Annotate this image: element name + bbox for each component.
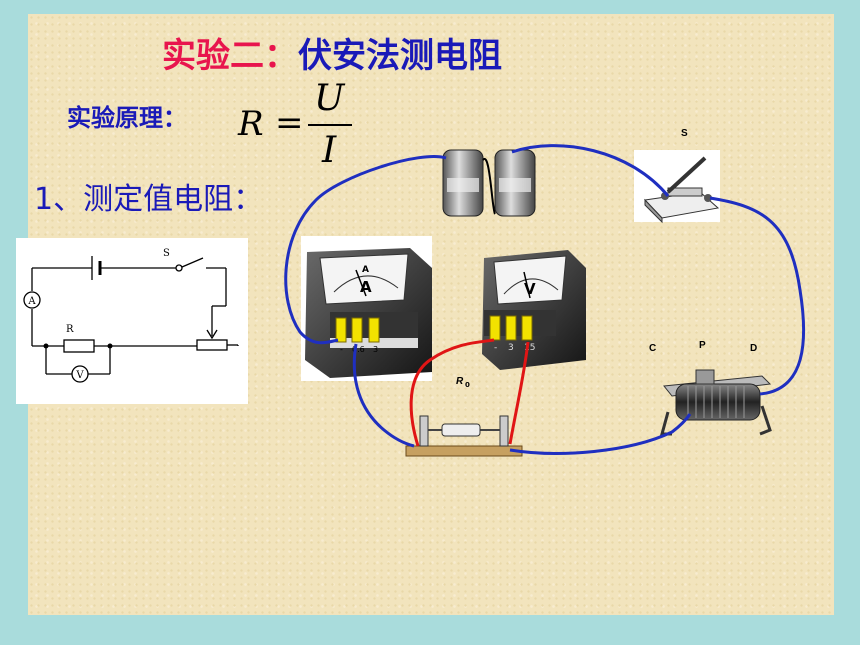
- resistor-r0-subscript: 0: [465, 381, 470, 389]
- title-main: 伏安法测电阻: [298, 36, 502, 76]
- battery-pack: [442, 149, 536, 217]
- ammeter-terminal-neg: -: [340, 345, 343, 354]
- schematic-switch-label: S: [163, 248, 170, 259]
- formula-denominator: I: [322, 130, 337, 171]
- wire-ammeter-resistor: [352, 343, 415, 448]
- voltmeter-terminal-3: 3: [508, 343, 514, 353]
- schematic-voltmeter-letter: V: [75, 370, 84, 381]
- wire-resistor-rheostat: [509, 413, 692, 455]
- wire-voltmeter-right: [508, 341, 530, 445]
- slide-title: 实验二：伏安法测电阻: [162, 28, 502, 77]
- wire-voltmeter-left: [409, 338, 495, 447]
- wire-switch-rheostat: [709, 196, 806, 396]
- voltmeter-terminal-neg: -: [494, 343, 497, 353]
- rheostat: [660, 369, 772, 436]
- circuit-schematic: A V S R: [16, 238, 248, 404]
- fixed-resistor: [405, 415, 523, 457]
- step-one-heading: 1、测定值电阻：: [34, 182, 264, 217]
- ammeter-terminal-3: 3: [373, 345, 378, 354]
- title-prefix: 实验二：: [162, 36, 298, 76]
- switch-blade: [181, 257, 204, 268]
- formula-r: R: [238, 104, 264, 144]
- ammeter-terminal-06: 0.6: [352, 345, 365, 354]
- apparatus-switch-label: S: [681, 128, 688, 139]
- formula-equals: =: [275, 103, 304, 143]
- schematic-resistor-label: R: [66, 324, 74, 335]
- wire-battery-ammeter: [284, 155, 447, 345]
- formula-fraction-bar: [308, 124, 352, 126]
- ammeter-symbol: [23, 291, 41, 309]
- principle-label: 实验原理：: [67, 104, 187, 132]
- schematic-ammeter-letter: A: [27, 296, 36, 307]
- resistor-r0-label: R: [456, 376, 464, 387]
- schematic-drawing: A V S R: [23, 248, 239, 383]
- ammeter-letter: A: [360, 278, 372, 296]
- formula-numerator: U: [314, 78, 345, 119]
- voltmeter: - 3 15: [482, 250, 586, 370]
- ammeter-dial-letter: A: [362, 265, 369, 275]
- voltmeter-terminal-15: 15: [524, 343, 535, 353]
- rheostat-c-label: C: [649, 343, 656, 354]
- ohms-law-formula: R = U I: [238, 78, 358, 178]
- knife-switch: [634, 150, 720, 224]
- rheostat-d-label: D: [750, 343, 757, 354]
- voltmeter-letter: V: [524, 280, 536, 298]
- wire-battery-switch: [511, 144, 670, 197]
- rheostat-p-label: P: [699, 340, 706, 351]
- ammeter: - 0.6 3: [301, 236, 432, 381]
- red-wires: [409, 338, 530, 447]
- blue-wires: [284, 144, 806, 455]
